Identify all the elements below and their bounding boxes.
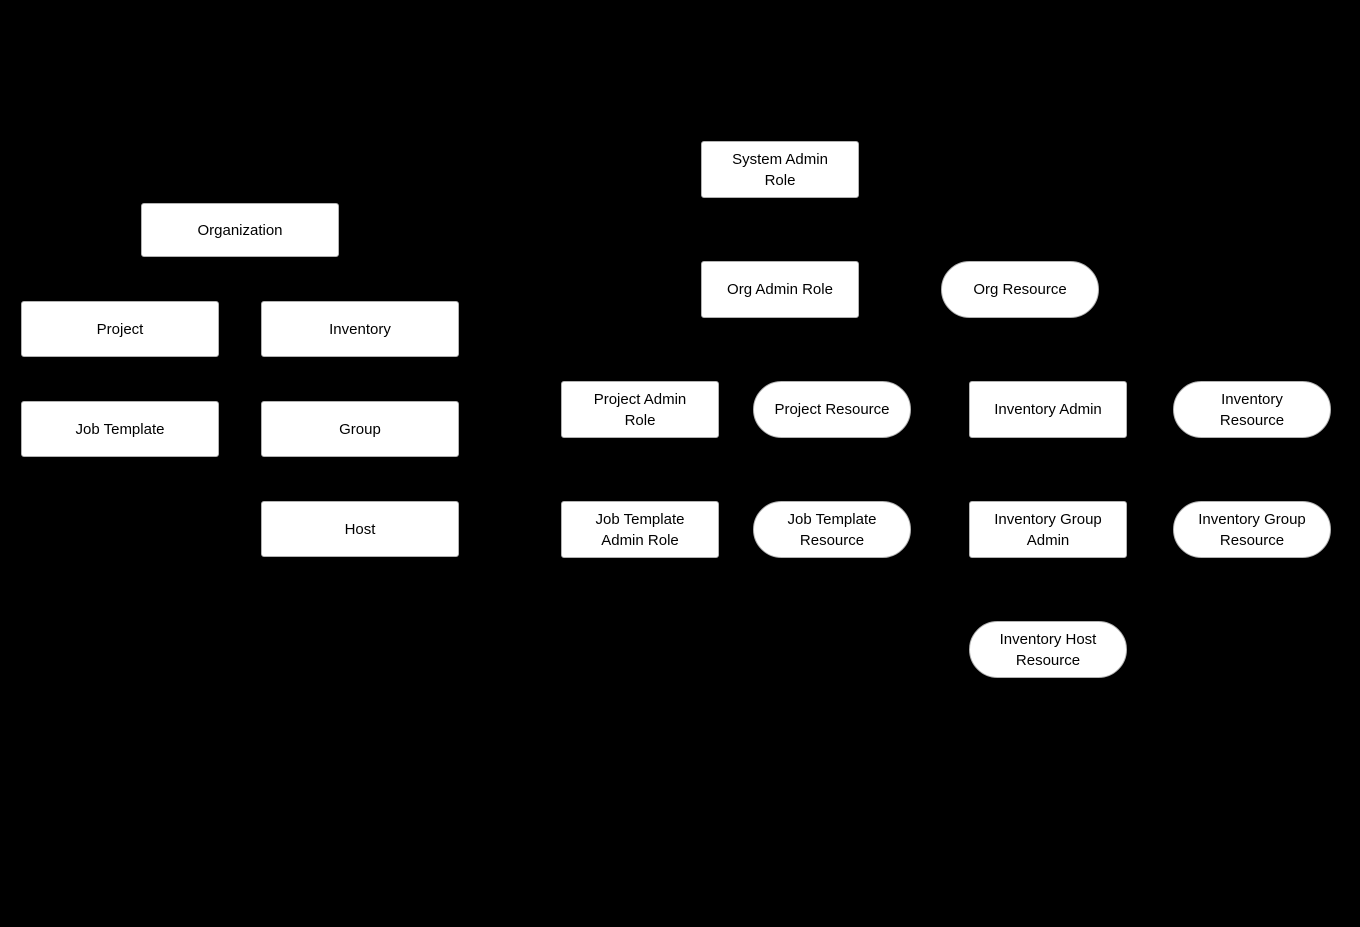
- diagram-node-group: Group: [261, 401, 459, 457]
- diagram-node-job-template: Job Template: [21, 401, 219, 457]
- diagram-node-project-resource: Project Resource: [753, 381, 911, 438]
- diagram-node-project: Project: [21, 301, 219, 357]
- diagram-node-job-template-resource: Job Template Resource: [753, 501, 911, 558]
- diagram-node-org-resource: Org Resource: [941, 261, 1099, 318]
- diagram-node-org-admin-role: Org Admin Role: [701, 261, 859, 318]
- diagram-node-inventory-group-resource: Inventory Group Resource: [1173, 501, 1331, 558]
- diagram-node-host: Host: [261, 501, 459, 557]
- diagram-node-organization: Organization: [141, 203, 339, 257]
- diagram-node-system-admin-role: System Admin Role: [701, 141, 859, 198]
- diagram-node-inventory-admin: Inventory Admin: [969, 381, 1127, 438]
- diagram-node-job-template-admin-role: Job Template Admin Role: [561, 501, 719, 558]
- diagram-node-inventory-resource: Inventory Resource: [1173, 381, 1331, 438]
- diagram-node-inventory: Inventory: [261, 301, 459, 357]
- diagram-node-project-admin-role: Project Admin Role: [561, 381, 719, 438]
- diagram-node-inventory-group-admin: Inventory Group Admin: [969, 501, 1127, 558]
- diagram-node-inventory-host-resource: Inventory Host Resource: [969, 621, 1127, 678]
